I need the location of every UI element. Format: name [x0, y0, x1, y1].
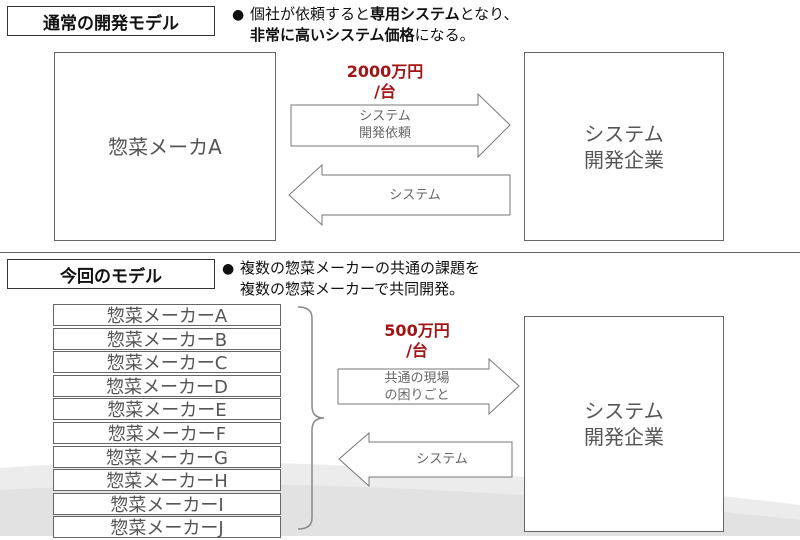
maker-item: 惣菜メーカーJ [53, 516, 281, 540]
section2-price: 500万円 /台 [384, 321, 450, 360]
maker-item: 惣菜メーカーF [53, 421, 281, 445]
section2-title: 今回のモデル [7, 259, 215, 289]
section1-price: 2000万円 /台 [346, 62, 424, 101]
bullet-text-run: 個社が依頼すると [250, 5, 371, 23]
maker-label: 惣菜メーカーA [106, 306, 228, 327]
maker-item: 惣菜メーカーI [53, 492, 281, 516]
bullet-text-run: 専用システム [370, 5, 460, 23]
section1-request-arrow [290, 92, 511, 159]
maker-item: 惣菜メーカーC [53, 351, 281, 375]
maker-label: 惣菜メーカーE [107, 400, 227, 422]
maker-label: 惣菜メーカーH [106, 471, 228, 493]
section2-system-label: システム [416, 451, 468, 467]
maker-item: 惣菜メーカーB [53, 327, 281, 351]
maker-label: 惣菜メーカーF [107, 423, 227, 445]
section1-bullet-line2: 非常に高いシステム価格になる。 [232, 25, 652, 45]
maker-label: 惣菜メーカーB [106, 329, 228, 351]
bullet-text-run: になる。 [414, 26, 475, 44]
maker-label: 惣菜メーカーC [106, 353, 228, 375]
maker-label: 惣菜メーカーD [106, 376, 228, 398]
section1-maker-box: 惣菜メーカA [54, 52, 276, 241]
section1-system-arrow [288, 163, 511, 227]
maker-item: 惣菜メーカーA [53, 304, 281, 327]
bullet-text-run: 非常に高いシステム価格 [250, 26, 415, 44]
maker-item: 惣菜メーカーH [53, 469, 281, 493]
section2-bullet-line1: 複数の惣菜メーカーの共通の課題を [240, 259, 481, 277]
maker-label: 惣菜メーカーJ [110, 518, 224, 540]
bullet-icon: ● [222, 261, 235, 277]
bullet-icon: ● [232, 7, 245, 23]
section2-issues-arrow [337, 357, 520, 416]
section2-system-arrow [338, 431, 513, 488]
maker-label: 惣菜メーカーI [110, 494, 224, 516]
section1-bullet-line1: 個社が依頼すると専用システムとなり、 [250, 5, 519, 23]
maker-item: 惣菜メーカーG [53, 445, 281, 469]
brace-icon [297, 306, 325, 530]
section2-issues-label: 共通の現場 の困りごと [384, 371, 450, 403]
section1-system-label: システム [389, 187, 441, 203]
section2-bullet-line2: 複数の惣菜メーカーで共同開発。 [240, 280, 465, 298]
maker-item: 惣菜メーカーD [53, 374, 281, 398]
section1-title: 通常の開発モデル [7, 6, 215, 36]
section1-bullet: ● 個社が依頼すると専用システムとなり、 非常に高いシステム価格になる。 [232, 4, 652, 45]
section2-bullet: ● 複数の惣菜メーカーの共通の課題を 複数の惣菜メーカーで共同開発。 [222, 258, 642, 299]
section1-request-label: システム 開発依頼 [358, 109, 411, 141]
maker-label: 惣菜メーカーG [106, 447, 228, 469]
section1-vendor-box: システム 開発企業 [524, 52, 724, 241]
section-divider [0, 252, 800, 253]
bullet-text-run: となり、 [459, 5, 519, 23]
maker-item: 惣菜メーカーE [53, 398, 281, 422]
section2-vendor-box: システム 開発企業 [524, 316, 724, 532]
